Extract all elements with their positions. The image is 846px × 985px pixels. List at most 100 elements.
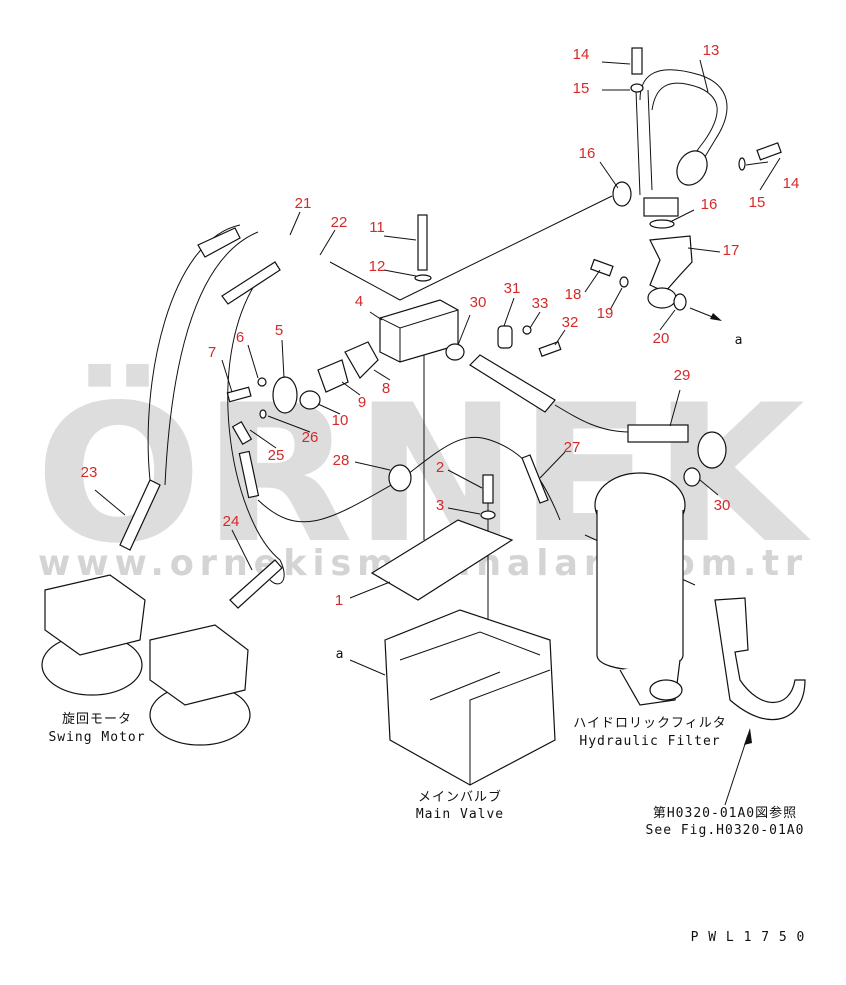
callout-17: 17 xyxy=(723,242,740,259)
callout-33: 33 xyxy=(532,295,549,312)
drawing-lines xyxy=(41,47,806,806)
cover-5 xyxy=(272,376,298,414)
callout-32: 32 xyxy=(562,314,579,331)
oring-10 xyxy=(299,390,321,410)
return-pipe xyxy=(714,597,806,721)
callout-28: 28 xyxy=(333,452,350,469)
oring-16 xyxy=(612,181,632,207)
callout-2: 2 xyxy=(436,459,444,476)
spring-9 xyxy=(317,359,349,393)
oring-26 xyxy=(259,409,267,419)
callout-16b: 16 xyxy=(701,196,718,213)
callout-7: 7 xyxy=(208,344,216,361)
swing-motor-caption-jp: 旋回モータ xyxy=(62,712,132,727)
callout-11: 11 xyxy=(369,219,385,236)
oring-30 xyxy=(445,343,465,361)
filter-caption-en: Hydraulic Filter xyxy=(579,734,720,749)
callout-22: 22 xyxy=(331,214,348,231)
callout-31: 31 xyxy=(504,280,521,297)
hose-29 xyxy=(554,404,631,433)
pipe-13 xyxy=(635,69,728,196)
filter-caption-jp: ハイドロリックフィルタ xyxy=(573,716,726,731)
hose-29-start xyxy=(469,354,556,413)
flange-bottom xyxy=(643,197,679,217)
bolt-11 xyxy=(417,214,428,271)
hose-fitting-25b xyxy=(238,450,260,499)
callout-27: 27 xyxy=(564,439,581,456)
swing-motor-1 xyxy=(44,574,146,656)
flange-17 xyxy=(647,287,677,309)
view-marker-a-left: a xyxy=(336,647,345,662)
bolt-14-right xyxy=(756,142,782,161)
swing-motor-2 xyxy=(149,624,249,706)
plug-8 xyxy=(344,341,379,379)
washer-3 xyxy=(480,510,496,520)
bolt-32 xyxy=(538,341,562,357)
callout-1-label: 1 xyxy=(335,592,343,609)
hose-fitting xyxy=(221,261,281,305)
callout-15b: 15 xyxy=(749,194,766,211)
callout-leaders xyxy=(94,59,781,676)
arrow-a xyxy=(689,307,716,319)
callout-15: 15 xyxy=(573,80,590,97)
callout-23: 23 xyxy=(81,464,98,481)
callout-5: 5 xyxy=(275,322,283,339)
reference-caption-en: See Fig.H0320-01A0 xyxy=(646,823,805,838)
callout-labels: 1 2 3 4 5 6 7 8 9 10 11 12 13 14 14 15 1… xyxy=(81,42,800,662)
main-valve-caption-jp: メインバルブ xyxy=(418,789,502,805)
washer-6 xyxy=(257,377,267,387)
hose-29-end xyxy=(627,424,689,443)
ref-arrow-head xyxy=(744,728,752,745)
washer-19 xyxy=(619,276,629,288)
filter-body xyxy=(596,510,684,671)
bolt-2 xyxy=(482,474,494,504)
callout-4: 4 xyxy=(355,293,363,310)
callout-29: 29 xyxy=(674,367,691,384)
callout-3: 3 xyxy=(436,497,444,514)
callout-9: 9 xyxy=(358,394,366,411)
plate-1 xyxy=(370,519,514,601)
main-valve-caption-en: Main Valve xyxy=(416,807,504,822)
callout-16: 16 xyxy=(579,145,596,162)
callout-8: 8 xyxy=(382,380,390,397)
bolt-7 xyxy=(226,386,252,403)
clamp-28 xyxy=(388,464,412,492)
fitting-25 xyxy=(231,421,253,445)
main-valve xyxy=(384,609,556,786)
callout-25: 25 xyxy=(268,447,285,464)
oring-30b xyxy=(683,467,701,487)
clamp-31 xyxy=(497,325,513,349)
hose-21-fitting xyxy=(197,227,241,258)
callout-10: 10 xyxy=(332,412,349,429)
callout-6: 6 xyxy=(236,329,244,346)
callout-14b: 14 xyxy=(783,175,800,192)
hose-27 xyxy=(521,454,549,504)
oring-16b xyxy=(649,219,675,229)
hose-24 xyxy=(227,269,285,585)
washer-15 xyxy=(630,83,644,93)
main-valve-details xyxy=(399,631,551,785)
watermark-accent-icon xyxy=(112,402,142,418)
reference-caption-jp: 第H0320-01A0図参照 xyxy=(653,805,797,821)
bolt-14-top xyxy=(631,47,643,75)
washer-15-right xyxy=(738,157,746,171)
filter-flange xyxy=(649,679,683,701)
callout-12: 12 xyxy=(369,258,386,275)
swing-motor-caption-en: Swing Motor xyxy=(48,730,145,745)
callout-19: 19 xyxy=(597,305,614,322)
oring-20 xyxy=(673,293,687,311)
view-marker-a-right: a xyxy=(735,333,744,348)
hose-23-end xyxy=(119,479,161,551)
callout-13: 13 xyxy=(703,42,720,59)
flange-29 xyxy=(697,431,727,469)
callout-30b: 30 xyxy=(714,497,731,514)
callout-24: 24 xyxy=(223,513,240,530)
washer-12 xyxy=(414,274,432,282)
flange-13 xyxy=(676,150,708,186)
elbow-17 xyxy=(649,235,693,293)
watermark-accent-icon xyxy=(75,402,105,418)
leader-lines xyxy=(329,195,696,620)
callout-21: 21 xyxy=(295,195,312,212)
callout-20: 20 xyxy=(653,330,670,347)
